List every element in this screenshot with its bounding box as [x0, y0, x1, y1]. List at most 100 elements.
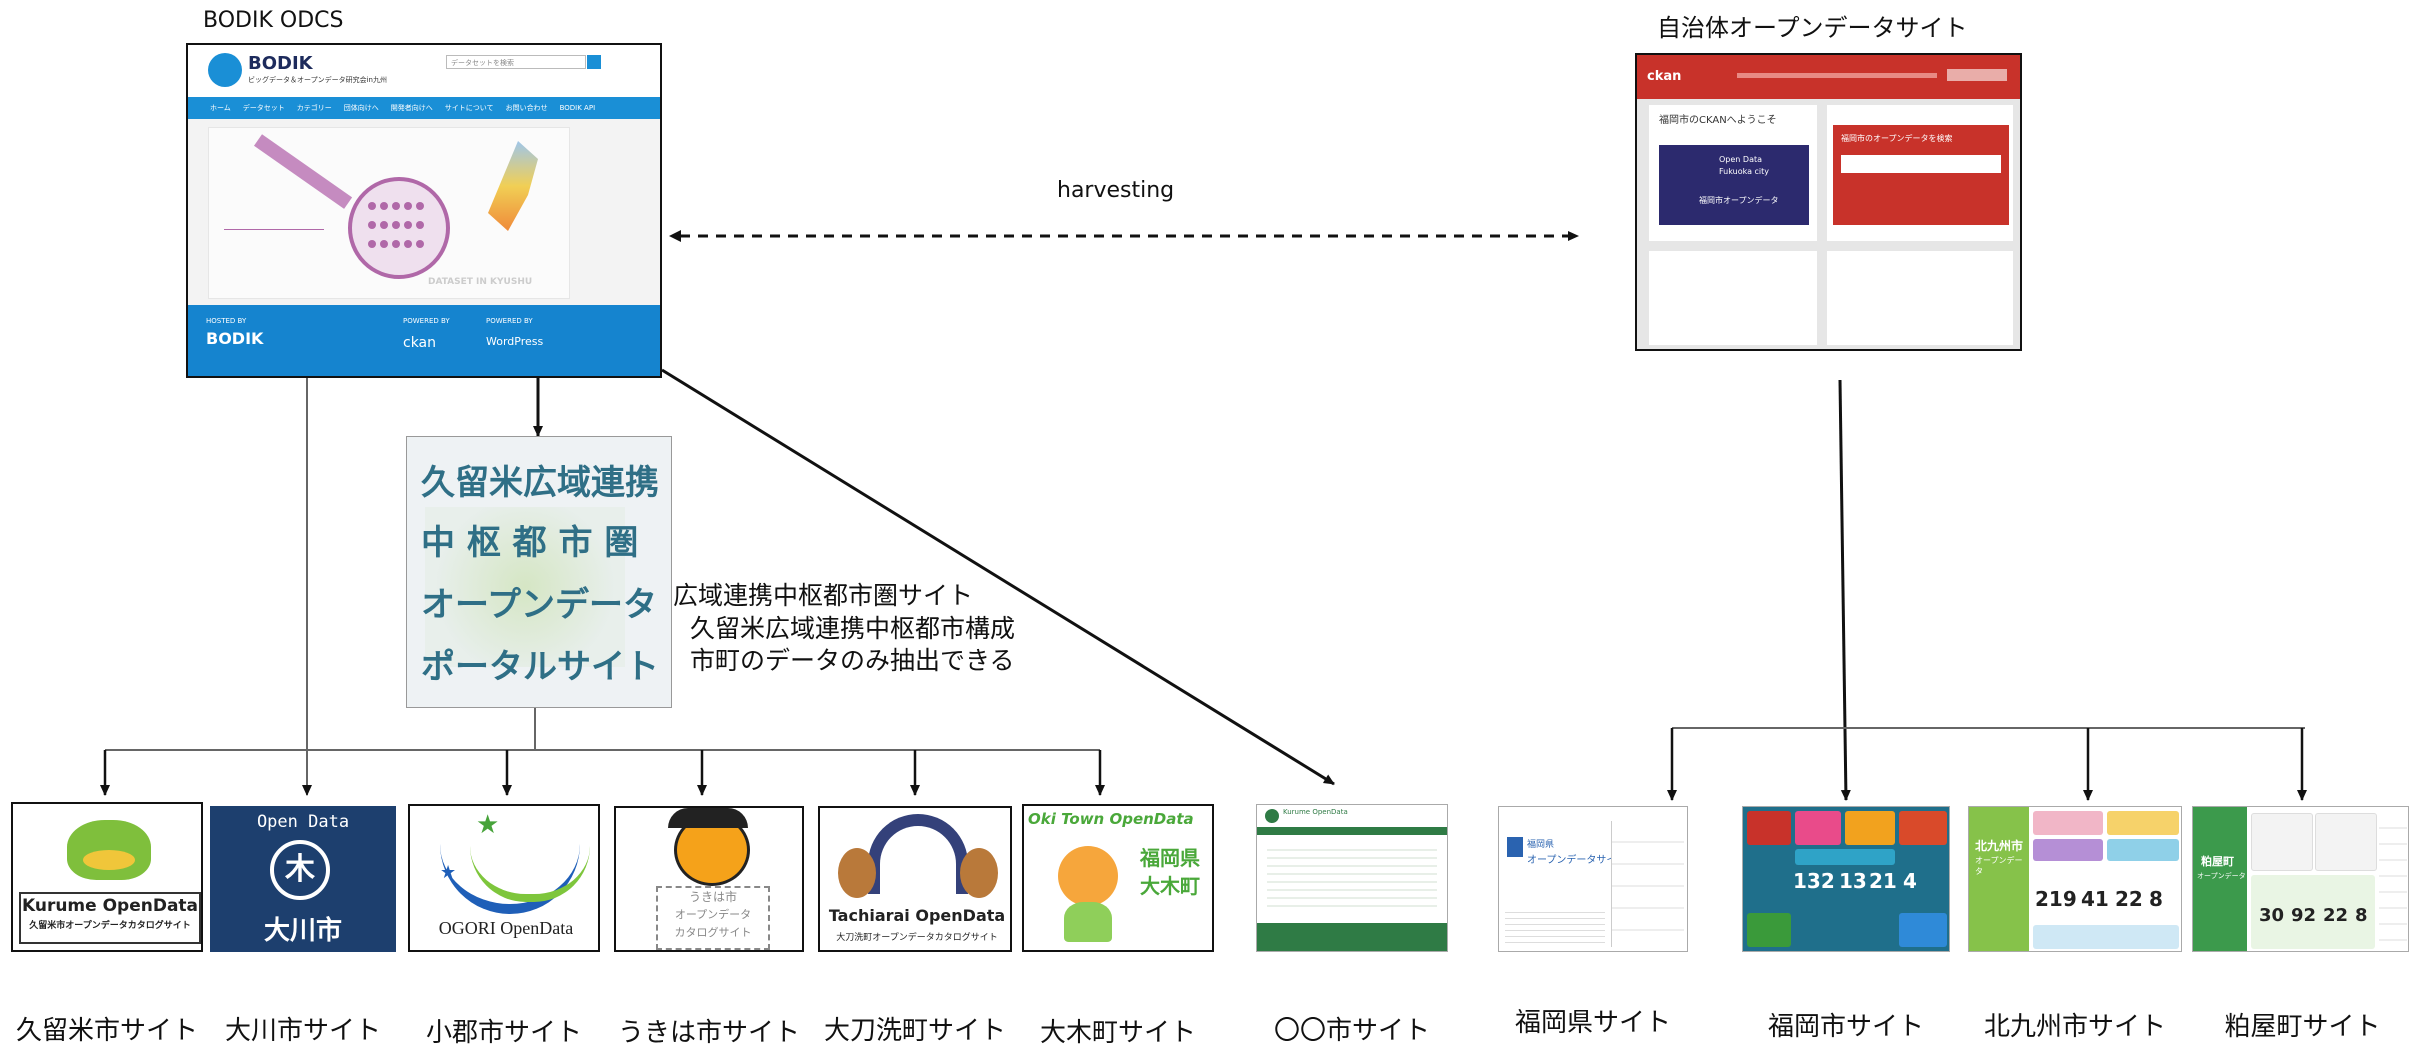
ogori-caption: 小郡市サイト [425, 1018, 582, 1048]
bodik-site-screenshot: BODIK ビッグデータ＆オープンデータ研究会in九州 データセットを検索 ホー… [186, 43, 662, 378]
bodik-nav-bar: ホーム データセット カテゴリー 団体向けへ 開発者向けへ サイトについて お問… [188, 97, 660, 119]
bodik-footer: HOSTED BY BODIK POWERED BY ckan POWERED … [188, 305, 660, 376]
kitakyushu-sidebar: 北九州市 オープンデータ [1969, 807, 2029, 951]
portal-title-line2: 中 枢 都 市 圏 [421, 523, 639, 563]
kitakyushu-site-thumbnail: 北九州市 オープンデータ 219 41 22 8 [1968, 806, 2182, 952]
hosted-by-label: HOSTED BY [206, 317, 247, 325]
banner-line1: Open Data [1719, 155, 1763, 164]
kurume-site-thumbnail: Kurume OpenData 久留米市オープンデータカタログサイト [11, 802, 203, 952]
owl-icon-2 [960, 848, 998, 898]
nav-item[interactable]: 団体向けへ [343, 104, 379, 112]
ogori-site-thumbnail: ★ ★ OGORI OpenData [408, 804, 600, 952]
oki-caption: 大木町サイト [1039, 1018, 1196, 1048]
magnifier-icon [348, 177, 450, 279]
tachiarai-caption: 大刀洗町サイト [823, 1016, 1006, 1046]
fukuoka-pref-emblem-icon [1507, 837, 1523, 857]
portal-title-line1: 久留米広域連携 [421, 463, 659, 503]
powered-by-label: POWERED BY [403, 317, 450, 325]
nav-item[interactable]: ホーム [210, 104, 231, 112]
fukuoka-city-site-thumbnail: 132 13 21 4 [1742, 806, 1950, 952]
nav-item[interactable]: BODIK API [559, 104, 596, 112]
site-logo-icon [1265, 809, 1279, 823]
ckan-logo: ckan [403, 335, 437, 351]
stat-number: 22 [2115, 887, 2143, 911]
search-icon[interactable] [587, 55, 601, 69]
stat-number: 21 [1869, 869, 1897, 893]
ukiha-caption: うきは市サイト [617, 1018, 800, 1048]
okawa-city-text: 大川市 [263, 916, 342, 946]
bodik-logo-icon [208, 53, 242, 87]
kasuya-site-thumbnail: 粕屋町 オープンデータ 30 92 22 8 [2192, 806, 2409, 952]
nav-item[interactable]: お問い合わせ [505, 104, 548, 112]
tachiarai-site-thumbnail: Tachiarai OpenData 大刀洗町オープンデータカタログサイト [818, 806, 1012, 952]
kitakyushu-caption: 北九州市サイト [1983, 1012, 2166, 1042]
stat-number: 30 [2259, 905, 2285, 926]
bodik-logo-text: BODIK [248, 53, 313, 74]
kurume-logo-subtext: 久留米市オープンデータカタログサイト [29, 921, 191, 931]
tachiarai-logo-text: Tachiarai OpenData [828, 906, 1006, 925]
tachiarai-arch-icon [868, 814, 968, 894]
okawa-open-data-text: Open Data [256, 812, 350, 832]
stat-number: 41 [2081, 887, 2109, 911]
owl-icon [838, 848, 876, 898]
ukiha-text-1: うきは市 [688, 890, 737, 904]
tachiarai-logo-subtext: 大刀洗町オープンデータカタログサイト [836, 933, 998, 943]
open-data-banner: Open Data Fukuoka city 福岡市オープンデータ [1659, 145, 1809, 225]
nav-item[interactable]: データセット [242, 104, 285, 112]
ckan-search-input[interactable] [1841, 155, 2001, 173]
nav-item[interactable]: カテゴリー [296, 104, 332, 112]
oki-mascot-icon [1058, 846, 1118, 906]
footer-logo: BODIK [206, 329, 264, 348]
ckan-header-logo: ckan [1647, 69, 1682, 84]
nav-item[interactable]: 開発者向けへ [390, 104, 433, 112]
fukuoka-pref-caption: 福岡県サイト [1514, 1008, 1671, 1038]
banner-jp: 福岡市オープンデータ [1699, 196, 1779, 205]
nav-item[interactable]: サイトについて [444, 104, 494, 112]
bodik-logo-subtitle: ビッグデータ＆オープンデータ研究会in九州 [248, 76, 387, 84]
kasuya-sidebar: 粕屋町 オープンデータ [2193, 807, 2247, 951]
fukuoka-pref-name: 福岡県 [1527, 840, 1555, 850]
okawa-caption: 大川市サイト [224, 1016, 381, 1046]
map-caption: DATASET IN KYUSHU [428, 277, 533, 287]
municipal-to-fukuoka-city-arrow [1838, 379, 1851, 801]
stat-number: 13 [1839, 869, 1867, 893]
portal-site-thumbnail: 久留米広域連携 中 枢 都 市 圏 オープンデータ ポータルサイト [406, 436, 672, 708]
ukiha-text-3: カタログサイト [674, 926, 752, 939]
stat-number: 219 [2035, 887, 2077, 911]
stat-number: 92 [2291, 905, 2317, 926]
ukiha-site-thumbnail: うきは市 オープンデータ カタログサイト [614, 806, 804, 952]
stat-number: 22 [2323, 905, 2349, 926]
powered-by-label-2: POWERED BY [486, 317, 533, 325]
oki-site-thumbnail: Oki Town OpenData 福岡県 大木町 [1022, 804, 1214, 952]
municipal-site-screenshot: ckan 福岡市のCKANへようこそ Open Data Fukuoka cit… [1635, 53, 2022, 351]
kasuya-caption: 粕屋町サイト [2224, 1012, 2381, 1042]
ckan-welcome: 福岡市のCKANへようこそ [1659, 115, 1777, 126]
bodik-search-input[interactable]: データセットを検索 [446, 55, 586, 69]
municipal-sites-title: 自治体オープンデータサイト [1657, 14, 1968, 42]
bodik-hero: DATASET IN KYUSHU [188, 119, 660, 305]
fukuoka-pref-logo-text: オープンデータサイト [1527, 855, 1627, 866]
okawa-site-thumbnail: Open Data 木 大川市 [210, 806, 396, 952]
ckan-search-title: 福岡市のオープンデータを検索 [1841, 134, 1953, 143]
other-city-site-thumbnail: Kurume OpenData [1256, 804, 1448, 952]
fukuoka-pref-site-thumbnail: 福岡県 オープンデータサイト [1498, 806, 1688, 952]
stat-number: 4 [1903, 869, 1917, 893]
kurume-logo-text: Kurume OpenData [21, 896, 199, 916]
ogori-logo-text: OGORI OpenData [438, 918, 574, 938]
fukuoka-city-caption: 福岡市サイト [1767, 1012, 1924, 1042]
kitakyushu-name: 北九州市 [1975, 839, 2024, 853]
okawa-emblem-icon: 木 [270, 840, 330, 900]
portal-desc-line3: 市町のデータのみ抽出できる [690, 646, 1015, 675]
wordpress-logo: WordPress [486, 335, 544, 348]
other-city-caption: 〇〇市サイト [1273, 1016, 1430, 1046]
bodik-odcs-title: BODIK ODCS [203, 8, 344, 33]
kasuya-name: 粕屋町 [2201, 855, 2234, 868]
stat-number: 8 [2355, 905, 2368, 926]
harvesting-label: harvesting [1057, 178, 1175, 203]
star-icon: ★ [476, 810, 500, 840]
kurume-caption: 久留米市サイト [15, 1016, 198, 1046]
ukiha-text-2: オープンデータ [674, 908, 752, 921]
portal-title-line4: ポータルサイト [421, 647, 659, 687]
portal-desc-line1: 広域連携中枢都市圏サイト [673, 581, 974, 610]
